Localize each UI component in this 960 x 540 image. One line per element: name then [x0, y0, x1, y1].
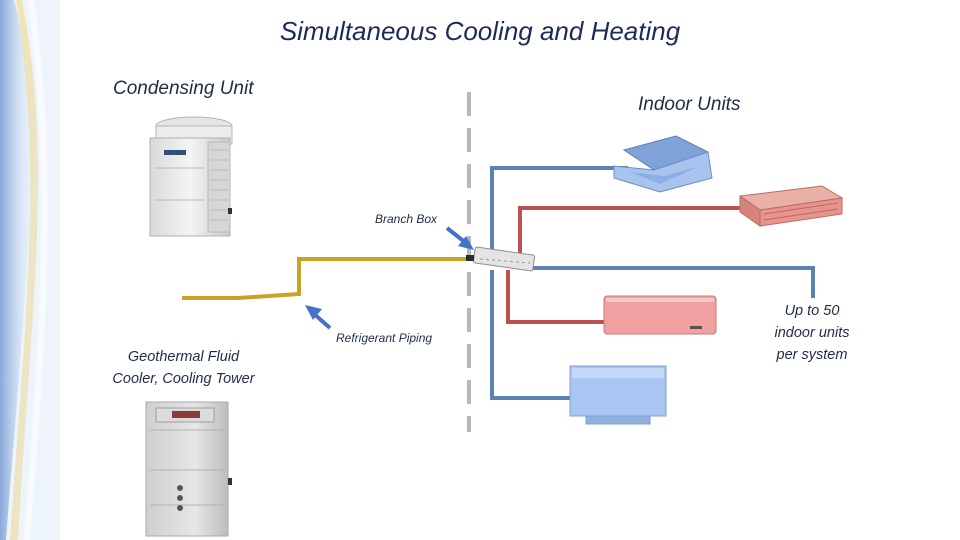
capacity-label-line-1: Up to 50	[784, 303, 840, 319]
geothermal-label-line-1: Geothermal Fluid	[127, 349, 240, 365]
blue-pipe-floor-a	[530, 266, 815, 298]
gold-pipe	[182, 257, 468, 300]
blue-pipe-cassette	[490, 166, 628, 255]
page-title: Simultaneous Cooling and Heating	[279, 16, 681, 46]
refrigerant-piping-arrow	[305, 305, 332, 330]
floor-standing-unit-image	[569, 365, 667, 425]
branch-box-label: Branch Box	[375, 212, 438, 226]
indoor-units-label: Indoor Units	[638, 94, 741, 115]
blue-pipe-floor-b	[490, 270, 570, 400]
cooling-tower-image	[145, 401, 232, 537]
branch-box-arrow	[445, 226, 474, 250]
ducted-unit-image	[738, 185, 844, 227]
capacity-label-line-2: indoor units	[774, 325, 850, 341]
branch-box	[466, 246, 536, 272]
refrigerant-piping-label: Refrigerant Piping	[336, 331, 433, 345]
ceiling-cassette-unit-image	[613, 135, 713, 193]
geothermal-label: Geothermal Fluid Cooler, Cooling Tower	[96, 346, 271, 390]
condensing-unit-label: Condensing Unit	[113, 78, 254, 99]
capacity-label: Up to 50 indoor units per system	[760, 300, 864, 366]
condensing-unit-image	[149, 116, 233, 237]
left-decorative-swoosh	[0, 0, 60, 540]
geothermal-label-line-2: Cooler, Cooling Tower	[112, 371, 255, 387]
capacity-label-line-3: per system	[776, 347, 848, 363]
red-pipe-ducted	[518, 206, 742, 255]
wall-mounted-unit-image	[603, 295, 717, 335]
refrigerant-piping	[182, 166, 815, 400]
red-pipe-wall	[506, 270, 606, 324]
